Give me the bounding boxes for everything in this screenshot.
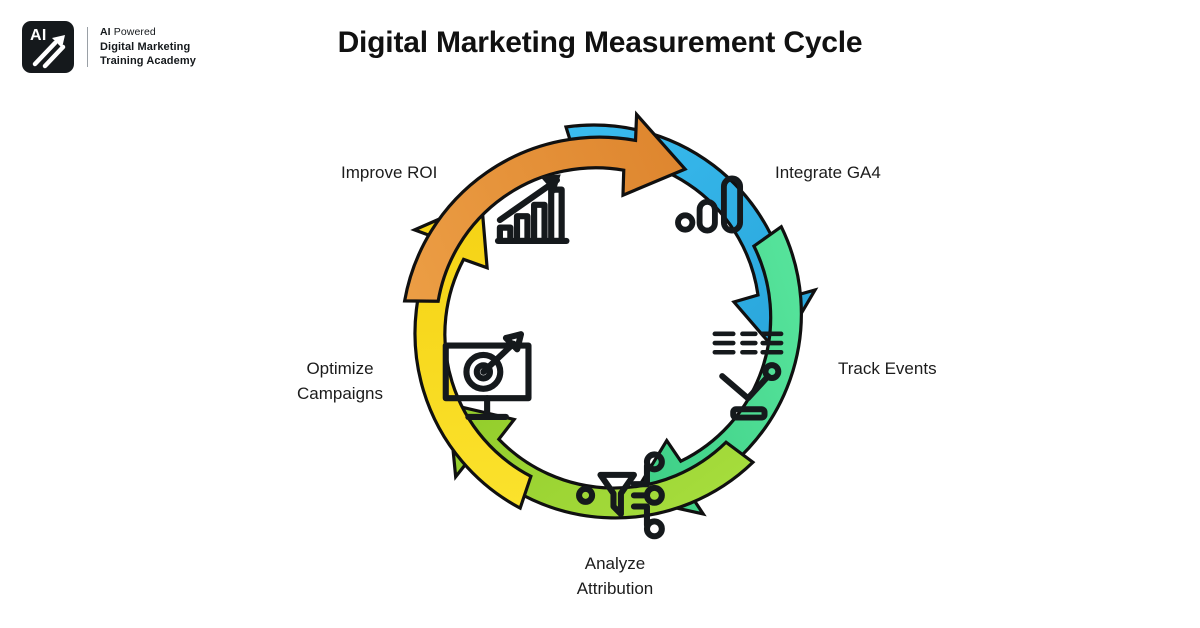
attribution-funnel-icon bbox=[576, 451, 665, 540]
google-analytics-icon bbox=[675, 175, 744, 234]
cycle-diagram bbox=[380, 100, 830, 550]
event-tracking-icon bbox=[712, 331, 784, 421]
cycle-label-analyze-attribution: Analyze Attribution bbox=[576, 554, 654, 598]
brand-text-block: AI Powered Digital Marketing Training Ac… bbox=[100, 26, 196, 68]
brand-line-3: Training Academy bbox=[100, 54, 196, 67]
monitor-target-icon bbox=[442, 331, 532, 421]
cycle-label-optimize-campaigns: Optimize Campaigns bbox=[297, 359, 383, 403]
brand-lockup: AI AI Powered Digital Marketing Training… bbox=[22, 20, 196, 74]
brand-line-1-strong: AI bbox=[100, 26, 111, 39]
cycle-label-improve-roi: Improve ROI bbox=[341, 163, 438, 182]
cycle-label-integrate-ga4: Integrate GA4 bbox=[775, 163, 881, 182]
brand-line-1: AI Powered bbox=[100, 26, 196, 39]
cycle-segment-improve-roi[interactable] bbox=[402, 100, 697, 371]
logo-divider bbox=[87, 27, 88, 67]
brand-line-2: Digital Marketing bbox=[100, 40, 191, 53]
logo-ai-text: AI bbox=[30, 27, 47, 44]
brand-line-1-rest: Powered bbox=[110, 26, 156, 39]
page-title: Digital Marketing Measurement Cycle bbox=[337, 26, 863, 59]
cycle-label-track-events: Track Events bbox=[838, 359, 937, 378]
ai-arrow-logo-icon: AI bbox=[22, 21, 74, 73]
growth-chart-icon bbox=[494, 174, 570, 244]
